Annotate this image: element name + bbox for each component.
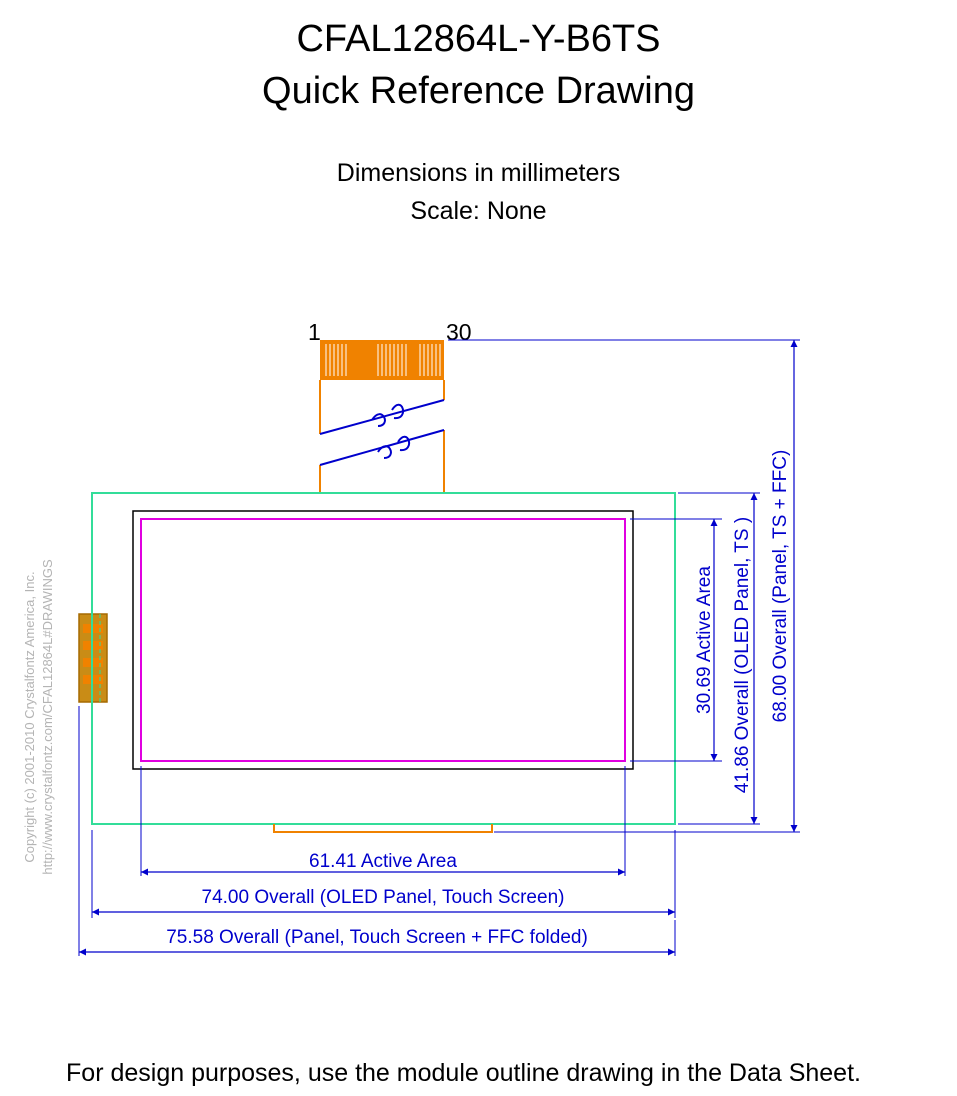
active-area-outline: [140, 518, 626, 762]
units-note: Dimensions in millimeters: [336, 159, 621, 187]
drawing-title: CFAL12864L-Y-B6TS: [296, 18, 661, 60]
copyright-url: http://www.crystalfontz.com/CFAL12864L#D…: [40, 559, 55, 875]
drawing-subtitle: Quick Reference Drawing: [262, 70, 695, 112]
panel-outline: [91, 492, 676, 825]
extension-lines: [78, 339, 800, 956]
copyright-line: Copyright (c) 2001-2010 Crystalfontz Ame…: [22, 571, 37, 862]
touch-screen-outline: [132, 510, 634, 770]
overall-height-ffc-label: 68.00 Overall (Panel, TS + FFC): [770, 450, 791, 723]
active-width-label: 61.41 Active Area: [309, 851, 457, 872]
pin-30-label: 30: [446, 319, 472, 345]
overall-width-panel-label: 74.00 Overall (OLED Panel, Touch Screen): [202, 887, 565, 908]
dimension-lines: [79, 340, 798, 956]
pin-1-label: 1: [308, 319, 321, 345]
ffc-cable: [319, 340, 445, 493]
scale-note: Scale: None: [410, 197, 547, 225]
design-note: For design purposes, use the module outl…: [66, 1059, 861, 1087]
active-height-label: 30.69 Active Area: [694, 566, 715, 714]
bottom-ffc-stub: [273, 824, 493, 833]
overall-height-panel-label: 41.86 Overall (OLED Panel, TS ): [732, 517, 753, 793]
overall-width-ffc-label: 75.58 Overall (Panel, Touch Screen + FFC…: [166, 927, 588, 948]
